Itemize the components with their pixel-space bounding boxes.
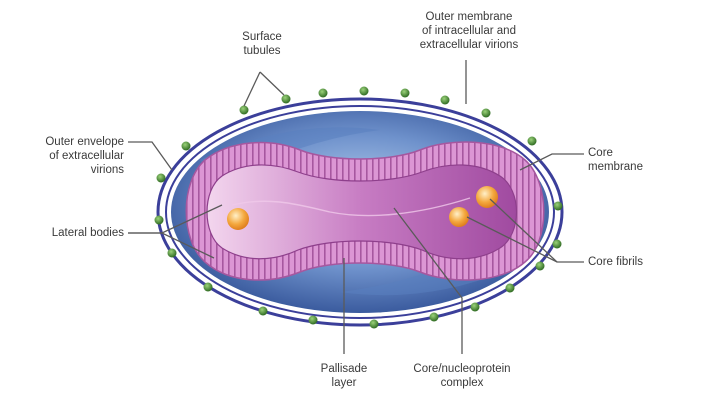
label-surface-tubules-line2: tubules [243, 45, 281, 57]
label-core-complex-line2: complex [440, 377, 484, 389]
label-lateral-bodies-line1: Lateral bodies [51, 227, 124, 239]
label-core-complex-line1: Core/nucleoprotein [413, 363, 511, 375]
label-lateral-bodies: Lateral bodies [14, 226, 124, 240]
label-outer-envelope-line3: virions [90, 164, 124, 176]
surface-tubules [154, 86, 563, 329]
leader-lines [128, 60, 584, 354]
label-core-membrane: Core membrane [588, 146, 678, 174]
lateral-body-bottom [340, 240, 520, 296]
label-core-fibrils-line1: Core fibrils [588, 256, 643, 268]
label-outer-membrane-line1: Outer membrane [425, 11, 513, 23]
label-surface-tubules-line1: Surface [242, 31, 282, 43]
label-outer-envelope-line1: Outer envelope [45, 136, 124, 148]
label-outer-membrane: Outer membrane of intracellular and extr… [394, 10, 544, 52]
label-outer-membrane-line3: extracellular virions [419, 39, 519, 51]
label-outer-membrane-line2: of intracellular and [422, 25, 516, 37]
label-core-membrane-line2: membrane [588, 161, 643, 173]
label-outer-envelope-line2: of extracellular [49, 150, 124, 162]
orange-sphere-1 [227, 208, 249, 230]
label-core-membrane-line1: Core [588, 147, 613, 159]
label-pallisade-layer-line1: Pallisade [320, 363, 368, 375]
label-surface-tubules: Surface tubules [232, 30, 292, 58]
label-core-fibrils: Core fibrils [588, 255, 678, 269]
core-membrane [206, 164, 518, 260]
label-pallisade-layer: Pallisade layer [304, 362, 384, 390]
label-pallisade-layer-line2: layer [331, 377, 357, 389]
orange-sphere-3 [476, 186, 498, 208]
label-outer-envelope: Outer envelope of extracellular virions [14, 135, 124, 177]
label-core-complex: Core/nucleoprotein complex [402, 362, 522, 390]
orange-sphere-2 [449, 207, 469, 227]
core-nucleoprotein [231, 197, 471, 217]
